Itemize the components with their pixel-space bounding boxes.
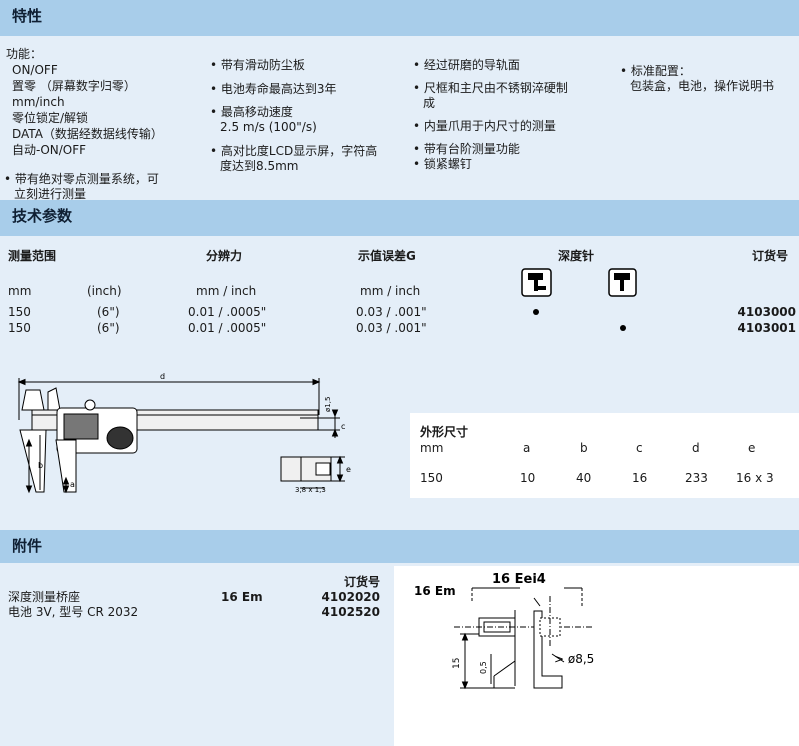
label-16eei4: 16 Eei4 xyxy=(492,572,546,587)
dim-header: d xyxy=(692,441,700,455)
feature-bullet-cont: 2.5 m/s (100"/s) xyxy=(220,120,317,134)
function-item: mm/inch xyxy=(12,95,65,109)
row-error: 0.03 / .001" xyxy=(356,305,427,319)
dim-slot: 3,8 x 1,3 xyxy=(295,486,326,494)
unit-inch: (inch) xyxy=(87,284,122,298)
row-mm: 150 xyxy=(8,321,31,335)
accessory-name: 电池 3V, 型号 CR 2032 xyxy=(8,605,139,619)
feature-bullet: • 锁紧螺钉 xyxy=(413,157,472,171)
dim-value: 16 x 3 xyxy=(736,471,774,485)
dim-header: b xyxy=(580,441,588,455)
dim-phi-85: > ø8,5 xyxy=(554,652,594,666)
dim-d: d xyxy=(160,372,165,381)
feature-bullet: • 高对比度LCD显示屏，字符高 xyxy=(210,144,378,158)
features-title: 特性 xyxy=(12,7,43,25)
feature-bullet: • 最高移动速度 xyxy=(210,105,293,119)
depth-marker xyxy=(620,325,626,331)
accessories-header: 附件 xyxy=(0,530,799,563)
feature-bullet: • 内量爪用于内尺寸的测量 xyxy=(413,119,556,133)
accessory-order-header: 订货号 xyxy=(343,575,380,589)
dim-05: 0,5 xyxy=(479,661,488,674)
dim-header: mm xyxy=(420,441,444,455)
function-item: DATA（数据经数据线传输） xyxy=(12,127,163,141)
dim-phi: ø1,5 xyxy=(324,397,332,412)
dim-b: b xyxy=(38,461,43,470)
dim-e: e xyxy=(346,465,351,474)
accessory-order: 4102520 xyxy=(321,605,380,619)
tech-header: 技术参数 xyxy=(0,200,799,236)
row-mm: 150 xyxy=(8,305,31,319)
dim-c: c xyxy=(341,422,345,431)
function-item: 自动-ON/OFF xyxy=(12,143,87,157)
dim-value: 16 xyxy=(632,471,648,485)
depth-rod-flat-icon xyxy=(521,268,552,297)
dim-a: a xyxy=(70,480,75,489)
row-order: 4103001 xyxy=(737,321,796,335)
accessory-order: 4102020 xyxy=(321,590,380,604)
col-header-order: 订货号 xyxy=(752,249,789,263)
row-error: 0.03 / .001" xyxy=(356,321,427,335)
label-16em: 16 Em xyxy=(414,584,456,598)
feature-bullet-cont: 包装盒，电池，操作说明书 xyxy=(630,79,775,93)
col-header-depth: 深度针 xyxy=(558,249,595,263)
caliper-drawing: d ø1,5 c e b a 3,8 x 1,3 xyxy=(17,372,351,494)
function-item: 置零 （屏幕数字归零） xyxy=(12,79,136,93)
dim-value: 233 xyxy=(685,471,708,485)
depth-rod-round-icon xyxy=(608,268,637,297)
row-inch: (6") xyxy=(97,305,120,319)
tech-title: 技术参数 xyxy=(12,207,73,225)
feature-bullet: • 带有台阶测量功能 xyxy=(413,142,520,156)
feature-bullet: • 经过研磨的导轨面 xyxy=(413,58,520,72)
col-header-resolution: 分辨力 xyxy=(206,249,243,263)
dim-header: e xyxy=(748,441,756,455)
unit-resolution: mm / inch xyxy=(196,284,257,298)
dim-value: 40 xyxy=(576,471,592,485)
feature-bullet: • 尺框和主尺由不锈钢淬硬制 xyxy=(413,81,568,95)
feature-bullet: • 标准配置： xyxy=(620,64,691,78)
dim-header: a xyxy=(523,441,531,455)
depth-marker xyxy=(533,309,539,315)
row-order: 4103000 xyxy=(737,305,796,319)
function-item: 零位锁定/解锁 xyxy=(12,111,89,125)
col-header-range: 测量范围 xyxy=(8,249,57,263)
feature-bullet-cont: 立刻进行测量 xyxy=(14,187,87,201)
depth-bridge-drawing: 16 Em 16 Eei4 15 0,5 > ø8,5 xyxy=(414,572,594,690)
col-header-error: 示值误差G xyxy=(358,249,416,263)
dim-value: 150 xyxy=(420,471,443,485)
dim-value: 10 xyxy=(520,471,536,485)
feature-bullet: • 带有绝对零点测量系统，可 xyxy=(4,172,159,186)
row-resolution: 0.01 / .0005" xyxy=(188,321,267,335)
accessory-name: 深度测量桥座 xyxy=(8,590,81,604)
feature-bullet: • 带有滑动防尘板 xyxy=(210,58,305,72)
dimensions-panel: 外形尺寸 mm a b c d e 150 10 40 16 233 16 x … xyxy=(410,413,799,498)
row-resolution: 0.01 / .0005" xyxy=(188,305,267,319)
feature-bullet: • 电池寿命最高达到3年 xyxy=(210,82,337,96)
feature-bullet-cont: 度达到8.5mm xyxy=(220,159,299,173)
function-item: ON/OFF xyxy=(12,63,58,77)
dim-15: 15 xyxy=(452,658,462,669)
dim-header: c xyxy=(636,441,643,455)
feature-bullet-cont: 成 xyxy=(423,96,436,110)
unit-error: mm / inch xyxy=(360,284,421,298)
function-label: 功能： xyxy=(6,47,43,61)
unit-mm: mm xyxy=(8,284,32,298)
accessory-model: 16 Em xyxy=(221,590,263,604)
features-header: 特性 xyxy=(0,0,799,36)
dimensions-title: 外形尺寸 xyxy=(420,425,469,439)
accessories-title: 附件 xyxy=(12,537,43,555)
row-inch: (6") xyxy=(97,321,120,335)
depth-bridge-panel: 16 Em 16 Eei4 15 0,5 > ø8,5 xyxy=(394,566,799,746)
